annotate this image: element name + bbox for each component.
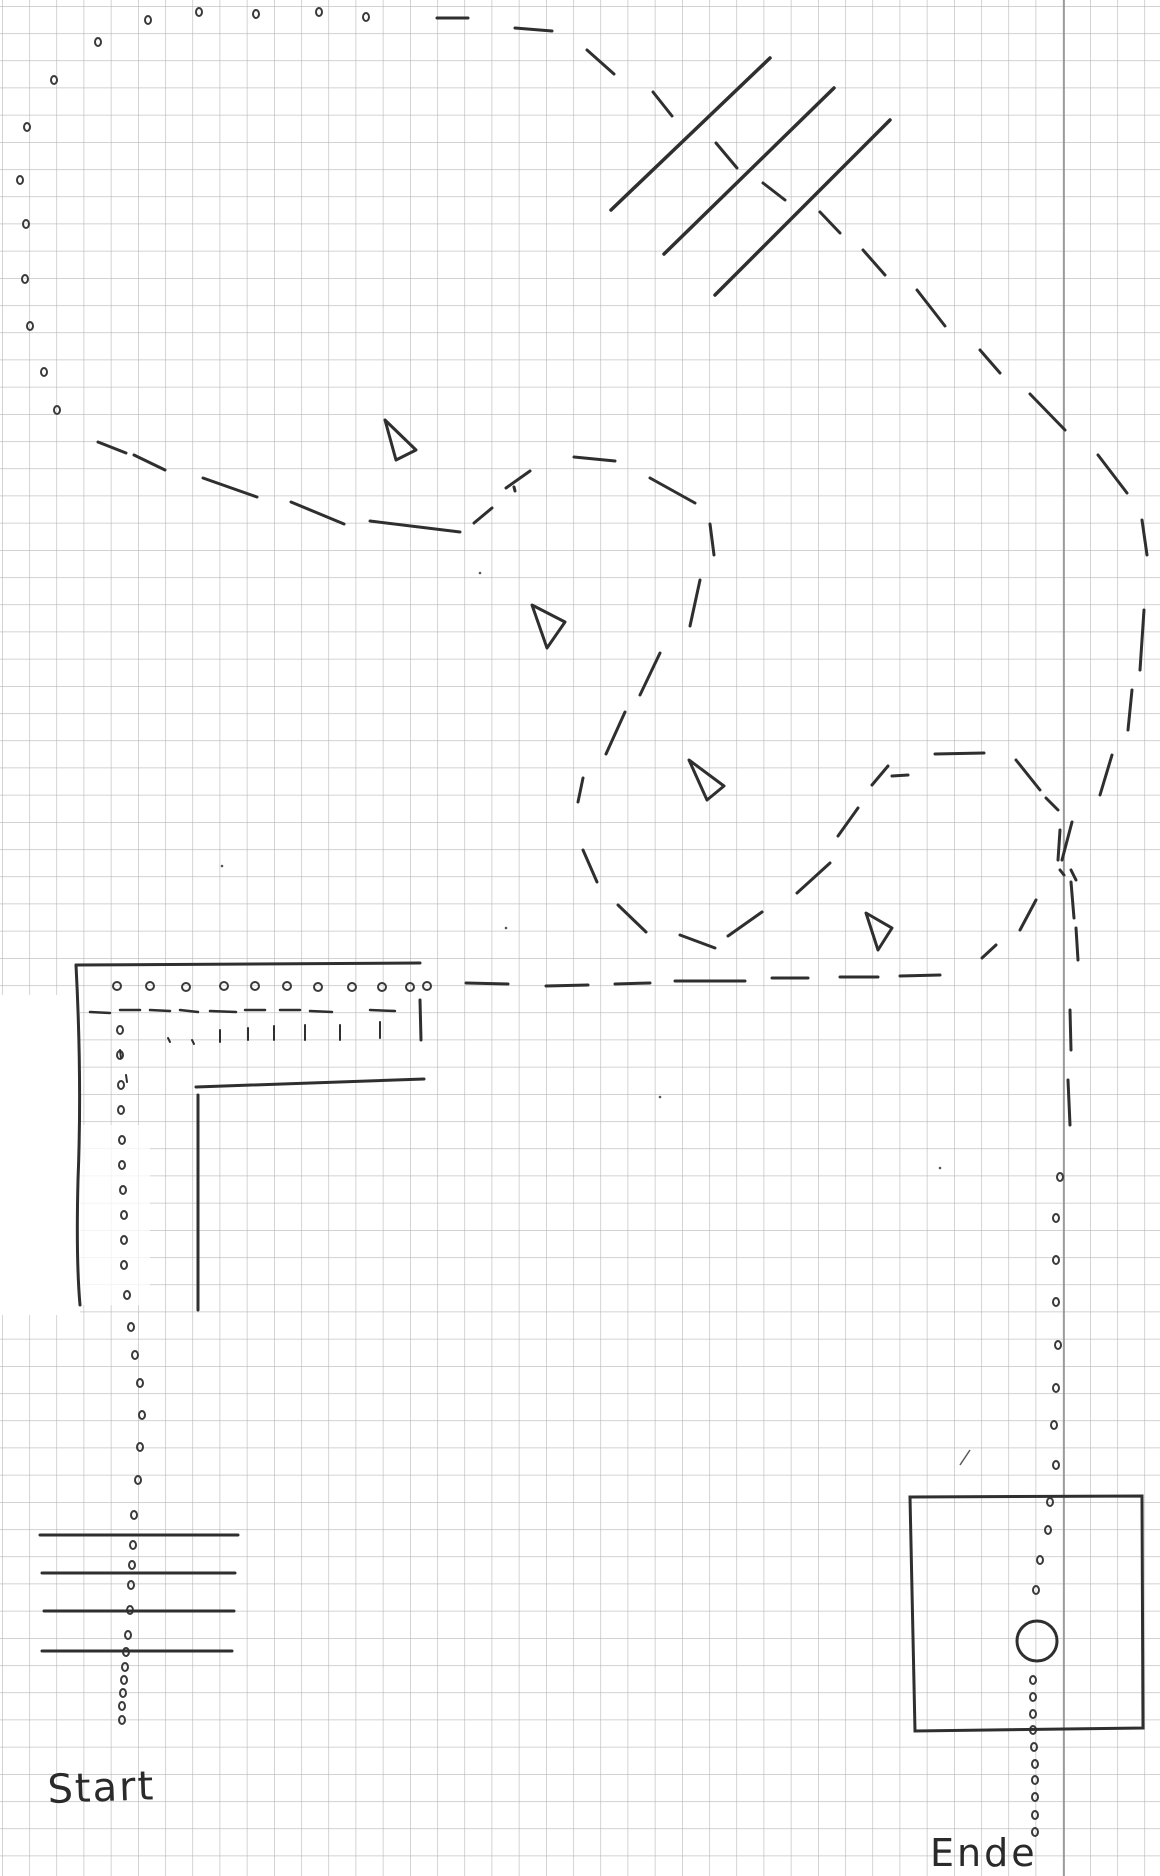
start-label: Start bbox=[47, 1763, 156, 1813]
end-label: Ende bbox=[930, 1831, 1038, 1875]
